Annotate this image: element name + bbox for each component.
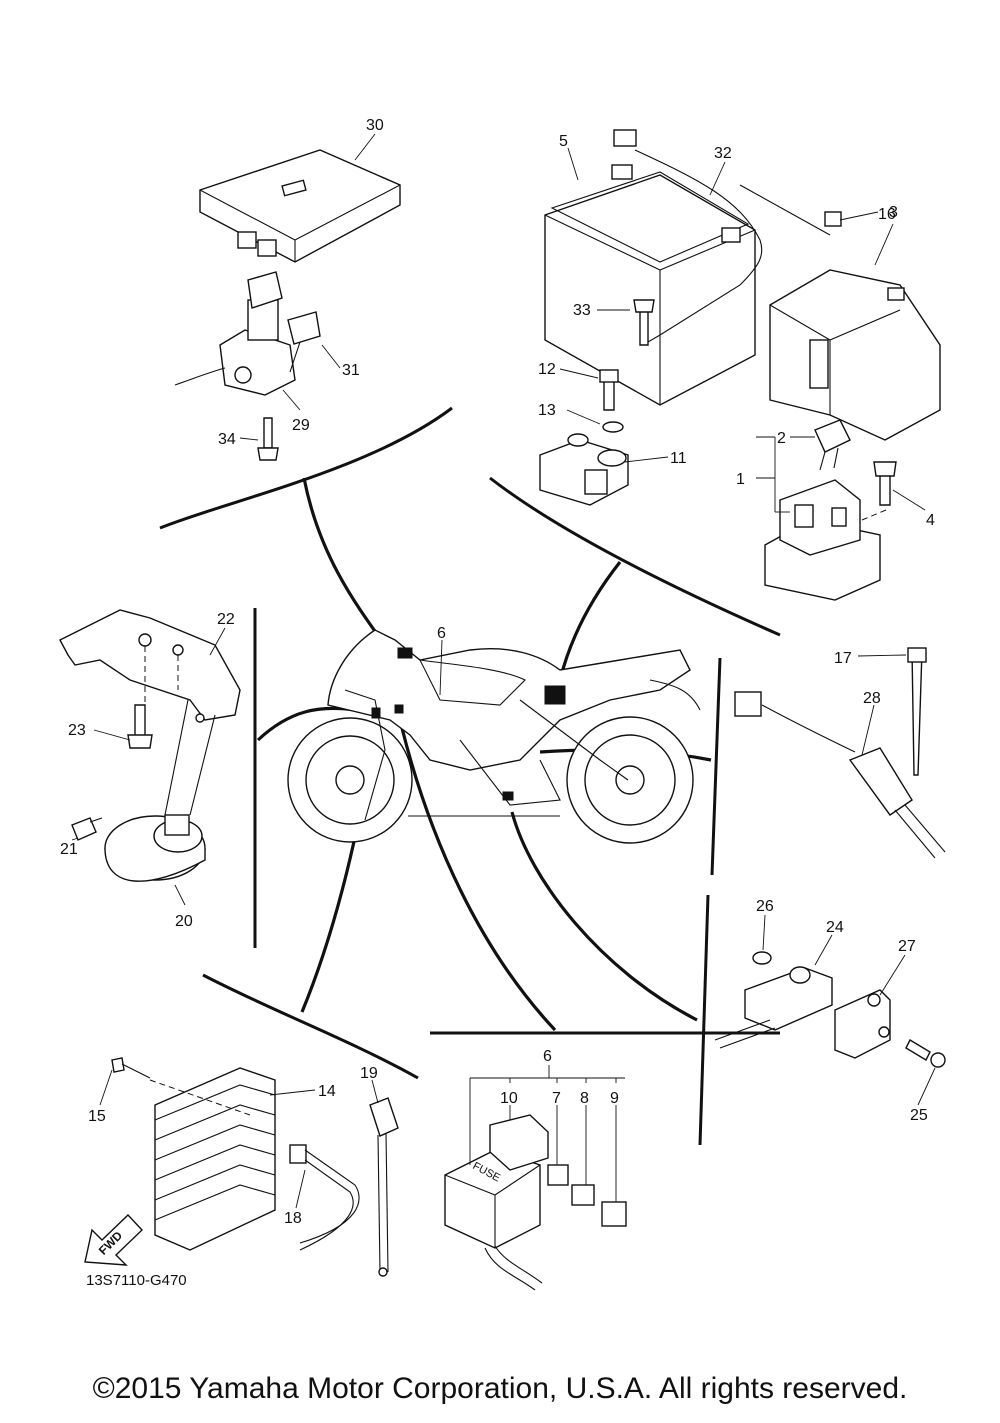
callout-28: 28 — [863, 690, 881, 707]
callout-15: 15 — [88, 1108, 106, 1125]
callout-numbers: 1 2 3 4 5 6 6 7 8 9 10 11 12 13 14 15 16… — [60, 117, 935, 1227]
clamp-part-19 — [369, 1097, 399, 1277]
sensor-bracket-part-24 — [714, 951, 946, 1068]
cover-part-3 — [769, 269, 941, 441]
callout-25: 25 — [910, 1107, 928, 1124]
callout-8: 8 — [580, 1090, 589, 1107]
callout-19: 19 — [360, 1065, 378, 1082]
callout-6b: 6 — [543, 1048, 552, 1065]
copyright-notice: ©2015 Yamaha Motor Corporation, U.S.A. A… — [92, 1372, 908, 1405]
callout-29: 29 — [292, 417, 310, 434]
callout-5: 5 — [559, 133, 568, 150]
callout-3: 3 — [889, 204, 898, 221]
callout-16: 16 — [878, 206, 896, 223]
main-switch-part-29 — [174, 271, 321, 461]
callout-30: 30 — [366, 117, 384, 134]
callout-32: 32 — [714, 145, 732, 162]
callout-33: 33 — [573, 302, 591, 319]
callout-7: 7 — [552, 1090, 561, 1107]
callout-20: 20 — [175, 913, 193, 930]
callout-26: 26 — [756, 898, 774, 915]
callout-18: 18 — [284, 1210, 302, 1227]
callout-14: 14 — [318, 1083, 336, 1100]
callout-21: 21 — [60, 841, 78, 858]
diagram-code: 13S7110-G470 — [86, 1272, 187, 1289]
callout-22: 22 — [217, 611, 235, 628]
callout-12: 12 — [538, 361, 556, 378]
horn-part-20 — [59, 609, 241, 882]
callout-11: 11 — [670, 450, 687, 467]
strap-part-16 — [739, 184, 842, 236]
callout-6a: 6 — [437, 625, 446, 642]
callout-24: 24 — [826, 919, 844, 936]
band-part-18 — [289, 1144, 360, 1251]
callout-1: 1 — [736, 471, 745, 488]
starter-relay-part-1 — [764, 419, 897, 601]
group-frames — [159, 406, 781, 1146]
callout-9: 9 — [610, 1090, 619, 1107]
fuse-box-part-6: FUSE — [444, 1065, 627, 1291]
callout-34: 34 — [218, 431, 236, 448]
ecu-part-30 — [199, 149, 401, 263]
callout-23: 23 — [68, 722, 86, 739]
callout-31: 31 — [342, 362, 360, 379]
callout-27: 27 — [898, 938, 916, 955]
callout-leaders — [71, 133, 936, 1209]
relay-part-11 — [539, 369, 629, 506]
callout-13: 13 — [538, 402, 556, 419]
fwd-arrow-icon: FWD — [84, 1214, 143, 1266]
callout-2: 2 — [777, 430, 786, 447]
battery-part-5 — [544, 129, 763, 406]
motorcycle — [287, 629, 701, 844]
callout-10: 10 — [500, 1090, 518, 1107]
callout-17: 17 — [834, 650, 852, 667]
rectifier-part-14 — [111, 1057, 276, 1251]
callout-4: 4 — [926, 512, 935, 529]
sensor-part-28 — [734, 647, 946, 859]
